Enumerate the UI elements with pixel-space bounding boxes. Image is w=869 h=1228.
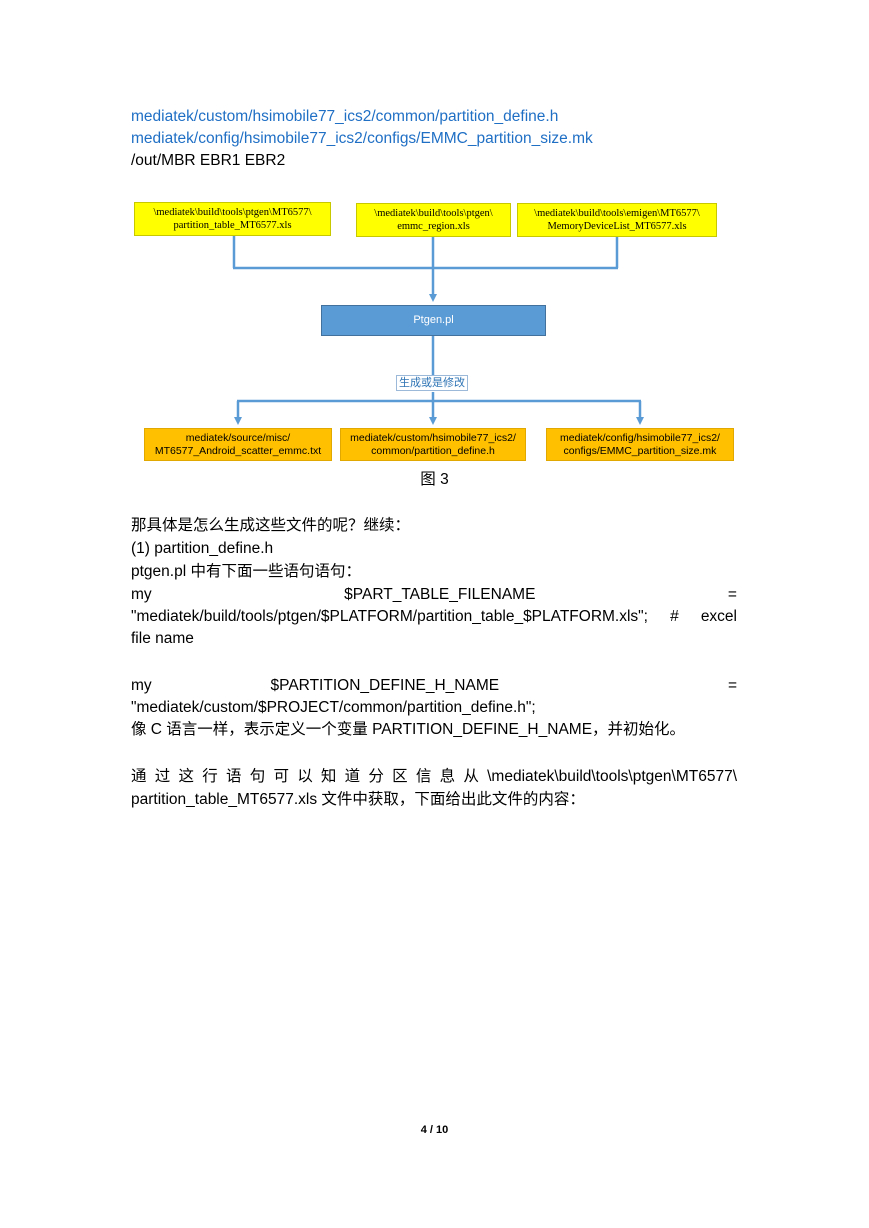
ptgen-pl-label: Ptgen.pl bbox=[413, 314, 454, 326]
page-number: 4 / 10 bbox=[420, 1124, 449, 1136]
code-equals-2: = bbox=[727, 677, 737, 694]
code-equals: = bbox=[727, 586, 737, 603]
output-scatter-txt: mediatek/source/misc/ MT6577_Android_sca… bbox=[144, 428, 332, 461]
input-1-line-1: \mediatek\build\tools\ptgen\MT6577\ bbox=[153, 207, 312, 218]
output-1-line-1: mediatek/source/misc/ bbox=[185, 431, 291, 444]
paragraph-partition-info-line-2: partition_table_MT6577.xls 文件中获取，下面给出此文件… bbox=[131, 791, 585, 808]
output-3-line-2: configs/EMMC_partition_size.mk bbox=[563, 444, 717, 457]
output-2-line-1: mediatek/custom/hsimobile77_ics2/ bbox=[350, 431, 516, 444]
input-emmc-region-xls: \mediatek\build\tools\ptgen\ emmc_region… bbox=[356, 203, 511, 237]
input-2-line-1: \mediatek\build\tools\ptgen\ bbox=[374, 208, 493, 219]
code-line-partition-define-value: "mediatek/custom/$PROJECT/common/partiti… bbox=[131, 699, 536, 716]
input-3-line-2: MemoryDeviceList_MT6577.xls bbox=[547, 221, 687, 232]
ptgen-pl-box: Ptgen.pl bbox=[321, 305, 546, 336]
input-1-line-2: partition_table_MT6577.xls bbox=[173, 220, 292, 231]
paragraph-partition-info-line-1: 通过这行语句可以知道分区信息从\mediatek\build\tools\ptg… bbox=[131, 768, 737, 785]
output-3-line-1: mediatek/config/hsimobile77_ics2/ bbox=[560, 431, 720, 444]
code-line-partition-define-decl: my $PARTITION_DEFINE_H_NAME = bbox=[131, 675, 737, 697]
paragraph-like-c-language: 像 C 语言一样，表示定义一个变量 PARTITION_DEFINE_H_NAM… bbox=[131, 721, 686, 738]
output-1-line-2: MT6577_Android_scatter_emmc.txt bbox=[154, 444, 322, 457]
code-var-partition-define-h-name: $PARTITION_DEFINE_H_NAME bbox=[270, 677, 500, 694]
output-emmc-partition-size-mk: mediatek/config/hsimobile77_ics2/ config… bbox=[546, 428, 734, 461]
ptgen-flow-diagram: \mediatek\build\tools\ptgen\MT6577\ part… bbox=[131, 195, 737, 470]
diagram-connectors bbox=[232, 235, 644, 425]
section-heading-partition-define: (1) partition_define.h bbox=[131, 540, 274, 557]
output-partition-define-h: mediatek/custom/hsimobile77_ics2/ common… bbox=[340, 428, 526, 461]
path-emmc-partition-size: mediatek/config/hsimobile77_ics2/configs… bbox=[131, 130, 593, 147]
edge-label-generate-or-modify: 生成或是修改 bbox=[396, 375, 468, 391]
code-line-part-table-value: "mediatek/build/tools/ptgen/$PLATFORM/pa… bbox=[131, 608, 737, 625]
code-line-part-table-decl: my $PART_TABLE_FILENAME = bbox=[131, 584, 737, 606]
input-2-line-2: emmc_region.xls bbox=[397, 221, 470, 232]
code-var-part-table-filename: $PART_TABLE_FILENAME bbox=[344, 586, 536, 603]
code-line-comment-tail: file name bbox=[131, 630, 194, 647]
path-partition-define: mediatek/custom/hsimobile77_ics2/common/… bbox=[131, 108, 559, 125]
input-3-line-1: \mediatek\build\tools\emigen\MT6577\ bbox=[534, 208, 700, 219]
paragraph-how-generated: 那具体是怎么生成这些文件的呢？继续： bbox=[131, 517, 411, 534]
input-memory-device-list-xls: \mediatek\build\tools\emigen\MT6577\ Mem… bbox=[517, 203, 717, 237]
path-out-mbr: /out/MBR EBR1 EBR2 bbox=[131, 152, 286, 169]
input-partition-table-xls: \mediatek\build\tools\ptgen\MT6577\ part… bbox=[134, 202, 331, 236]
output-2-line-2: common/partition_define.h bbox=[371, 444, 495, 457]
code-keyword-my-2: my bbox=[131, 677, 152, 694]
figure-caption: 图 3 bbox=[420, 471, 449, 488]
code-keyword-my: my bbox=[131, 586, 152, 603]
paragraph-ptgen-statements: ptgen.pl 中有下面一些语句语句： bbox=[131, 563, 361, 580]
